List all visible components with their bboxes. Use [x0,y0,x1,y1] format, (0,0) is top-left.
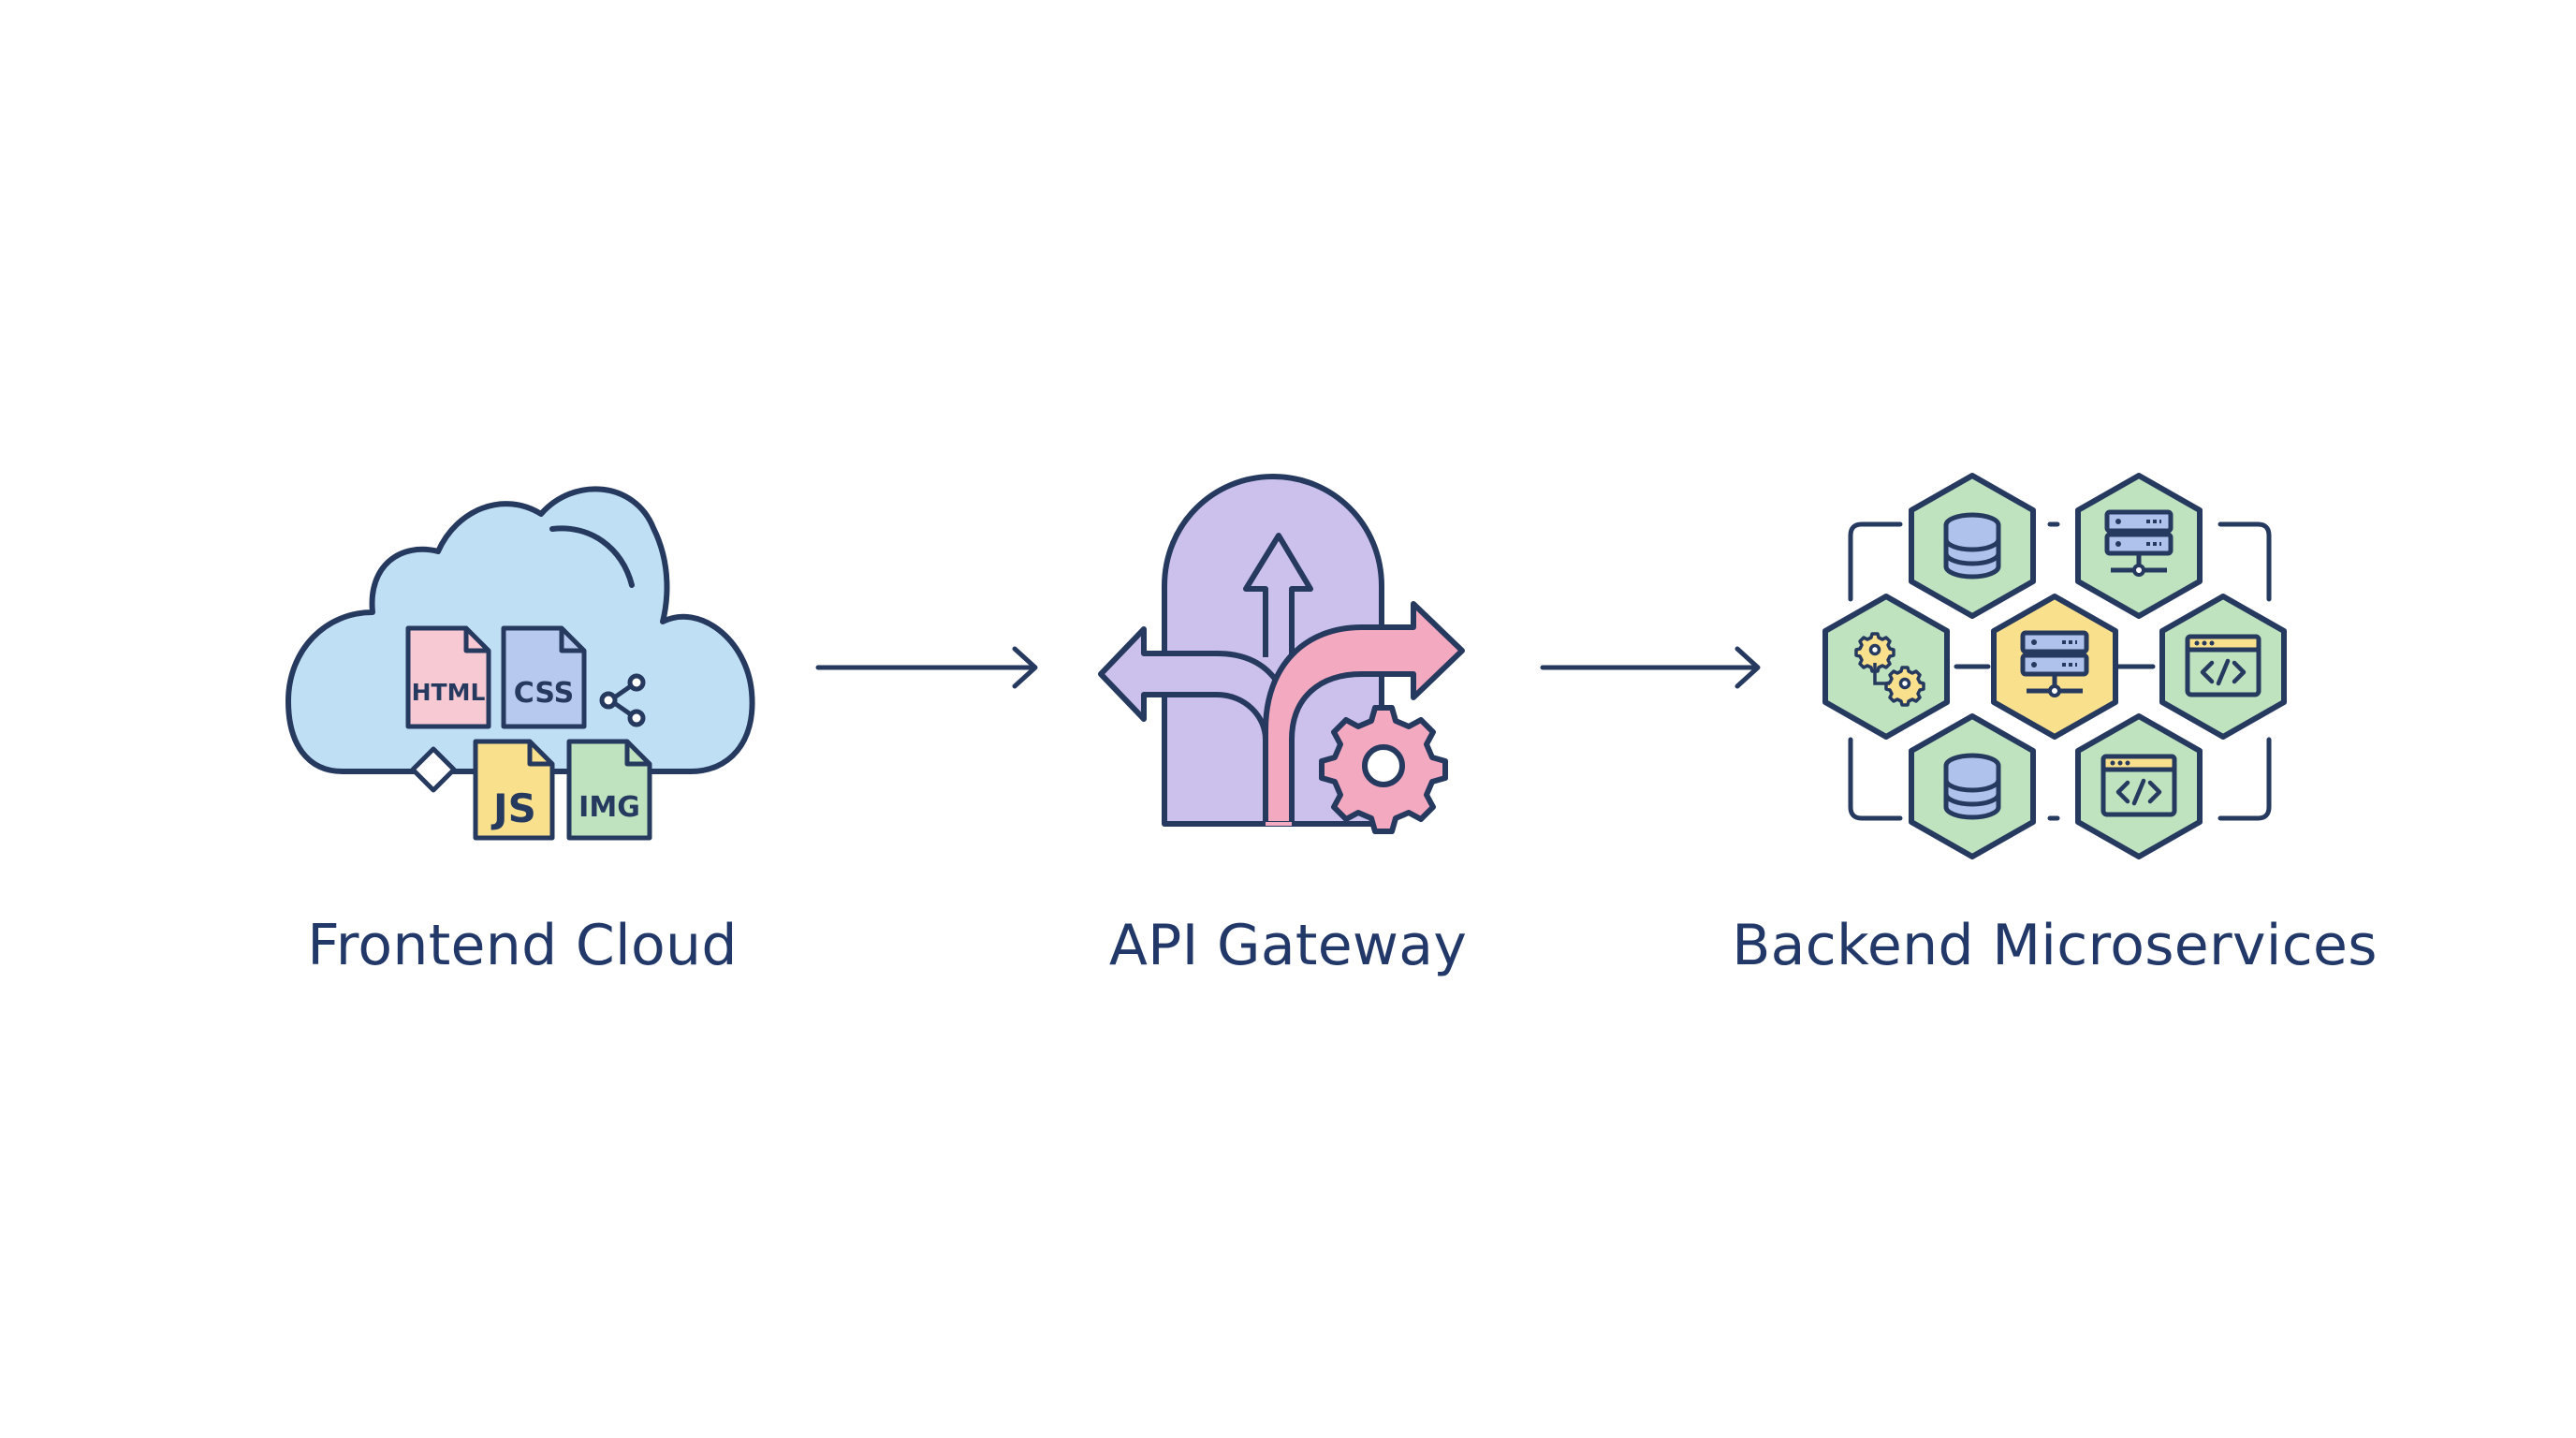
arrow-frontend-to-gateway [815,646,1038,689]
css-file-label: CSS [514,677,574,710]
js-file-icon: JS [473,739,555,841]
share-icon [599,673,646,727]
backend-microservices-icon [1822,473,2287,859]
css-file-icon: CSS [501,625,587,729]
api-gateway-icon [1098,474,1465,834]
frontend-cloud-label: Frontend Cloud [307,913,738,978]
service-gears-icon [1822,594,1950,740]
backend-microservices-label: Backend Microservices [1732,913,2378,978]
service-server-icon [2075,473,2203,619]
service-database-icon [1909,713,2036,859]
diamond-icon [410,746,457,793]
gear-icon [1319,705,1448,834]
service-code-window-icon [2159,594,2287,740]
api-gateway-label: API Gateway [1108,913,1468,978]
service-code-window-icon [2075,713,2203,859]
img-file-label: IMG [578,791,640,824]
img-file-icon: IMG [566,739,652,841]
service-central-server-icon [1991,594,2118,740]
html-file-icon: HTML [405,625,491,729]
frontend-cloud-icon: HTML CSS JS IMG [285,486,755,841]
html-file-label: HTML [412,679,486,706]
arrow-gateway-to-backend [1540,646,1761,689]
service-database-icon [1909,473,2036,619]
js-file-label: JS [490,785,536,831]
